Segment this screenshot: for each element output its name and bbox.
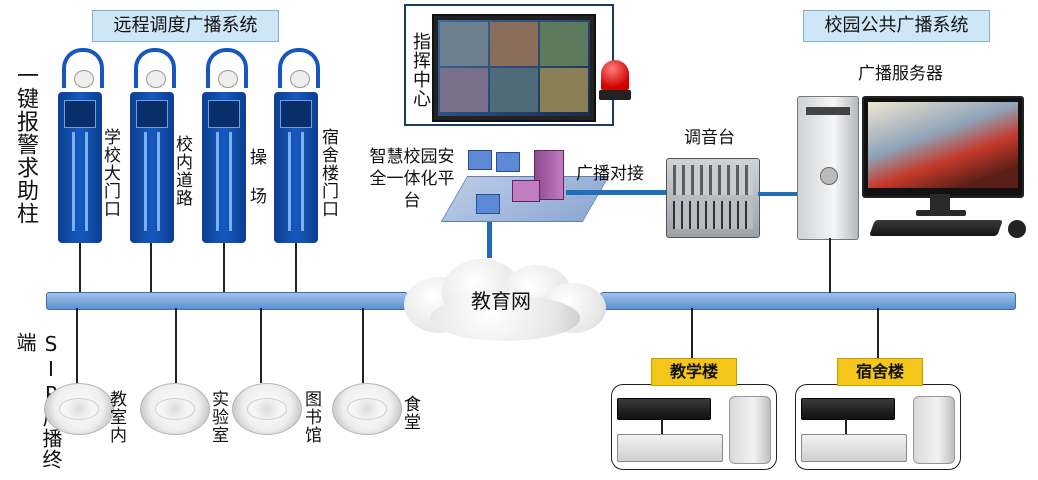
server-monitor xyxy=(862,96,1024,198)
speaker-wire-4 xyxy=(362,308,364,383)
campus-broadcast-title: 校园公共广播系统 xyxy=(803,10,990,42)
camera-icon xyxy=(218,70,238,88)
speaker-label-lab: 实验室 xyxy=(208,390,228,444)
ceiling-speaker-3 xyxy=(232,383,302,435)
keyboard-icon xyxy=(869,220,1003,236)
ceiling-speaker-2 xyxy=(140,383,210,435)
platform-label: 智慧校园安全一体化平台 xyxy=(368,146,456,212)
computer-icon xyxy=(468,150,492,170)
desktop-icon xyxy=(512,180,540,202)
ceiling-speaker-4 xyxy=(332,383,402,435)
teaching-bldg-wire xyxy=(691,308,693,358)
wall-speaker-icon xyxy=(729,396,771,464)
camera-icon xyxy=(74,70,94,88)
network-label: 教育网 xyxy=(471,289,531,313)
monitor-screen xyxy=(432,14,596,122)
camera-icon xyxy=(278,48,320,88)
broadcast-link-wire xyxy=(566,190,668,195)
server-tower-icon xyxy=(797,96,859,240)
dorm-building-label: 宿舍楼 xyxy=(837,358,923,386)
monitor-base xyxy=(916,210,966,216)
wall-speaker-icon xyxy=(913,396,955,464)
camera-icon xyxy=(146,70,166,88)
alarm-light-icon xyxy=(599,60,631,100)
network-cloud: 教育网 xyxy=(390,255,612,345)
mixer-server-wire xyxy=(758,192,798,196)
pillar-wire-2 xyxy=(150,240,152,295)
pillar-label-dorm-gate: 宿舍楼门口 xyxy=(318,128,338,218)
dorm-bldg-wire xyxy=(877,308,879,358)
adapter-amp-wire xyxy=(845,418,847,434)
speaker-wire-3 xyxy=(260,308,262,383)
platform-diagram xyxy=(440,150,610,230)
computer-icon xyxy=(496,152,520,172)
remote-dispatch-title: 远程调度广播系统 xyxy=(92,10,279,42)
mixer-label: 调音台 xyxy=(684,128,735,148)
amplifier-icon xyxy=(617,434,723,462)
alarm-column-label: 一键报警求助柱 xyxy=(13,64,38,225)
teaching-building-label: 教学楼 xyxy=(651,358,737,386)
speaker-wire-2 xyxy=(175,308,177,383)
pillar-label-playground: 操 场 xyxy=(246,148,266,205)
network-bus-right xyxy=(600,292,1016,310)
platform-wire xyxy=(487,222,492,258)
network-adapter-icon xyxy=(801,398,895,420)
camera-icon xyxy=(62,48,104,88)
network-adapter-icon xyxy=(617,398,711,420)
speaker-wire-1 xyxy=(76,308,78,383)
broadcast-link-label: 广播对接 xyxy=(576,164,644,184)
pillar-wire-1 xyxy=(79,240,81,295)
platform-text: 智慧校园安全一体化平台 xyxy=(369,147,455,211)
server-label: 广播服务器 xyxy=(858,64,943,84)
alarm-pillar-4 xyxy=(274,48,320,243)
pillar-label-road: 校内道路 xyxy=(172,135,192,207)
mixer-device xyxy=(666,158,760,238)
pillar-wire-4 xyxy=(295,240,297,295)
adapter-amp-wire xyxy=(661,418,663,434)
command-center-label: 指挥中心 xyxy=(410,32,431,108)
ceiling-speaker-1 xyxy=(44,383,114,435)
speaker-label-classroom: 教室内 xyxy=(106,390,126,444)
amplifier-icon xyxy=(801,434,907,462)
speaker-label-canteen: 食堂 xyxy=(400,395,420,431)
server-bus-wire xyxy=(829,238,831,293)
computer-icon xyxy=(476,194,500,214)
pillar-label-gate: 学校大门口 xyxy=(100,128,120,218)
camera-icon xyxy=(206,48,248,88)
camera-icon xyxy=(134,48,176,88)
monitor-stand xyxy=(930,194,950,212)
camera-icon xyxy=(290,70,310,88)
alarm-pillar-1 xyxy=(58,48,104,243)
alarm-pillar-3 xyxy=(202,48,248,243)
speaker-label-library: 图书馆 xyxy=(301,390,321,444)
alarm-pillar-2 xyxy=(130,48,176,243)
network-bus-left xyxy=(46,292,408,310)
pillar-wire-3 xyxy=(223,240,225,295)
mouse-icon xyxy=(1008,220,1026,238)
